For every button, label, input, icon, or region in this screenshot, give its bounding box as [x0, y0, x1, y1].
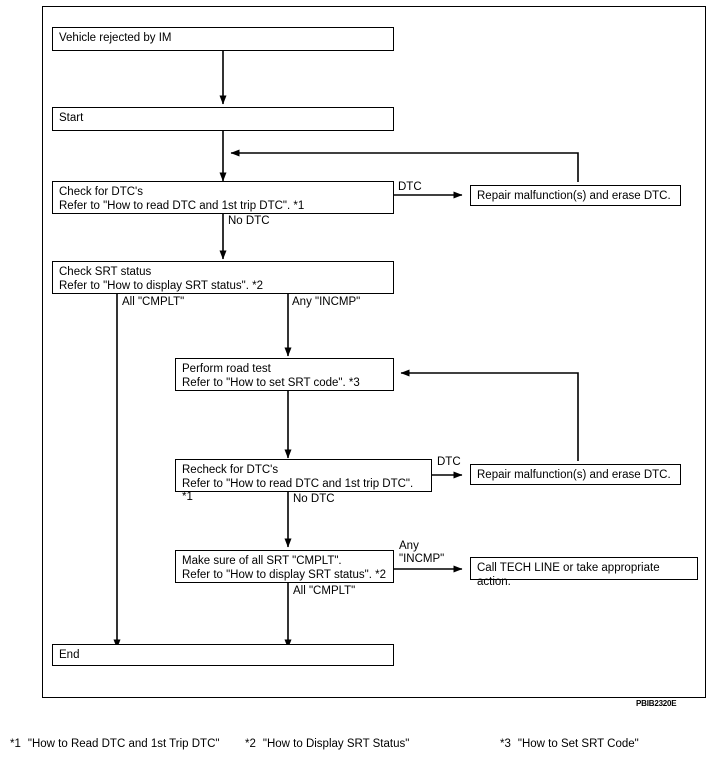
edge-repair1-feedback: [230, 149, 579, 182]
footnote-3: *3 "How to Set SRT Code": [500, 738, 639, 750]
node-make-sure-srt-cmplt: Make sure of all SRT "CMPLT". Refer to "…: [175, 550, 394, 583]
footnote-2-text: "How to Display SRT Status": [262, 738, 410, 750]
footnote-2-mark: *2: [245, 738, 256, 750]
node-call-tech-line: Call TECH LINE or take appropriate actio…: [470, 557, 698, 588]
node-perform-road-test: Perform road test Refer to "How to set S…: [175, 358, 394, 391]
diagram-frame: [42, 6, 706, 698]
edge-label-dtc-2: DTC: [437, 456, 461, 468]
node-vehicle-rejected: Vehicle rejected by IM: [52, 27, 394, 51]
footnote-list: *1 "How to Read DTC and 1st Trip DTC" *2 "…: [0, 732, 718, 762]
edge-repair2-feedback: [400, 369, 579, 461]
edge-label-any-incmp-1: Any "INCMP": [292, 296, 361, 308]
node-check-dtc: Check for DTC's Refer to "How to read DT…: [52, 181, 394, 214]
edge-label-any-incmp-2: Any "INCMP": [399, 540, 445, 566]
edge-label-no-dtc-2: No DTC: [293, 493, 335, 505]
node-repair-malfunction-1: Repair malfunction(s) and erase DTC.: [470, 185, 681, 206]
footnote-3-text: "How to Set SRT Code": [517, 738, 639, 750]
footnote-1-text: "How to Read DTC and 1st Trip DTC": [27, 738, 220, 750]
edge-label-all-cmplt-1: All "CMPLT": [122, 296, 185, 308]
footnote-3-mark: *3: [500, 738, 511, 750]
footnote-2: *2 "How to Display SRT Status": [245, 738, 409, 750]
node-recheck-dtc: Recheck for DTC's Refer to "How to read …: [175, 459, 432, 503]
node-start: Start: [52, 107, 394, 131]
node-check-srt-status: Check SRT status Refer to "How to displa…: [52, 261, 394, 294]
footnote-1: *1 "How to Read DTC and 1st Trip DTC": [10, 738, 219, 750]
footnote-1-mark: *1: [10, 738, 21, 750]
node-repair-malfunction-2: Repair malfunction(s) and erase DTC.: [470, 464, 681, 485]
edge-label-dtc-1: DTC: [398, 181, 422, 193]
edge-label-all-cmplt-2: All "CMPLT": [293, 585, 356, 597]
figure-id-code: PBIB2320E: [636, 699, 677, 708]
node-end: End: [52, 644, 394, 666]
edge-label-no-dtc-1: No DTC: [228, 215, 270, 227]
